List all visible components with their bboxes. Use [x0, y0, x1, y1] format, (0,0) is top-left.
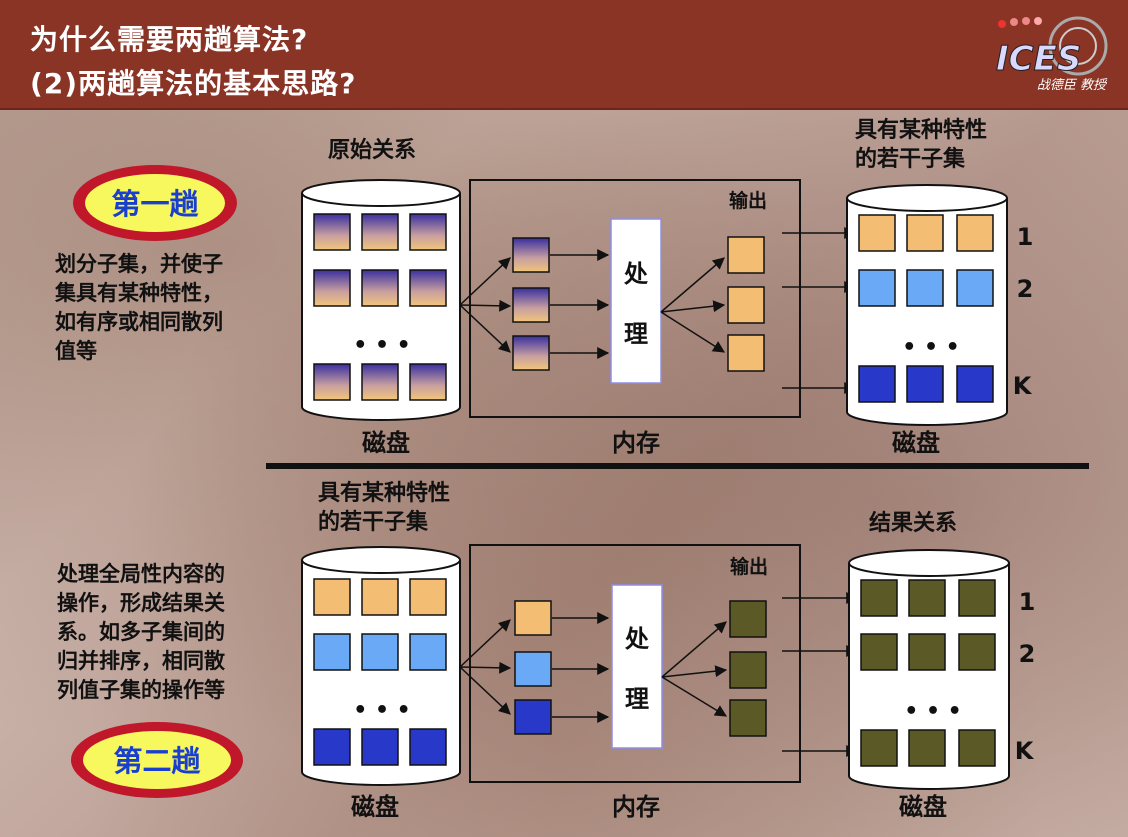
- pass2-output-blocks: • • •: [860, 579, 996, 767]
- logo-wordmark: ICES: [996, 39, 1081, 79]
- ellipsis: • • •: [353, 698, 411, 723]
- ellipsis: • • •: [904, 699, 962, 724]
- input-block: [409, 269, 447, 307]
- output-buffer: [727, 236, 765, 274]
- pass1-badge: 第一趟: [73, 165, 237, 241]
- logo-caption: 战德臣 教授: [1036, 78, 1106, 93]
- title-line-1: 为什么需要两趟算法?: [30, 23, 309, 56]
- output-buffer: [729, 699, 767, 737]
- pass2-description-line: 列值子集的操作等: [57, 678, 225, 702]
- input-block: [313, 213, 351, 251]
- pass1-output-disk-label: 磁盘: [892, 429, 940, 457]
- input-block: [409, 363, 447, 401]
- input-block: [313, 269, 351, 307]
- process-char-1: 处: [624, 625, 649, 653]
- pass2-process-box: [611, 584, 663, 749]
- pass2-output-title: 结果关系: [869, 510, 957, 536]
- memory-block: [512, 237, 550, 273]
- pass2-description-line: 系。如多子集间的: [57, 620, 225, 644]
- pass1-description: 划分子集，并使子 集具有某种特性， 如有序或相同散列 值等: [55, 250, 223, 366]
- input-block: [409, 213, 447, 251]
- pass1-description-line: 划分子集，并使子: [55, 252, 223, 276]
- pass2-memory-box: [469, 544, 801, 783]
- row-label-2: 2: [1019, 640, 1036, 668]
- pass1-input-label: 原始关系: [328, 137, 416, 163]
- title-bar: 为什么需要两趟算法? (2)两趟算法的基本思路? ICES 战德臣 教授: [0, 0, 1128, 110]
- pass1-description-line: 值等: [55, 339, 97, 363]
- output-buffer: [729, 651, 767, 689]
- pass1-description-line: 如有序或相同散列: [55, 310, 223, 334]
- input-block: [361, 269, 399, 307]
- title-line-2: (2)两趟算法的基本思路?: [30, 67, 357, 100]
- pass2-group: 第二趟 具有某种特性 的若干子集 • • • 磁盘 内存: [71, 480, 1035, 821]
- pass1-memory-box: [469, 179, 801, 418]
- output-buffer: [727, 334, 765, 372]
- pass2-badge: 第二趟: [71, 722, 243, 798]
- pass1-badge-label: 第一趟: [111, 187, 199, 221]
- input-block: [313, 363, 351, 401]
- memory-block: [512, 287, 550, 323]
- row-label-k: K: [1013, 372, 1033, 400]
- output-buffer: [729, 600, 767, 638]
- process-char-1: 处: [623, 260, 648, 288]
- pass2-input-title-2: 的若干子集: [318, 509, 429, 535]
- ellipsis: • • •: [902, 335, 960, 360]
- pass2-memory-label: 内存: [612, 793, 660, 821]
- input-block: [361, 363, 399, 401]
- pass2-description-line: 处理全局性内容的: [57, 562, 225, 586]
- pass1-input-blocks: • • •: [313, 213, 447, 401]
- pass1-group: 第一趟 • • • 原始关系 磁盘 内存: [73, 117, 1033, 457]
- row-label-1: 1: [1019, 588, 1036, 616]
- pass2-input-disk-label: 磁盘: [351, 793, 399, 821]
- pass2-badge-label: 第二趟: [113, 744, 201, 778]
- pass2-input-title-1: 具有某种特性: [318, 480, 450, 506]
- ices-logo: ICES: [996, 16, 1108, 80]
- pass1-process-box: [610, 218, 662, 384]
- process-char-2: 理: [624, 320, 648, 348]
- pass1-output-label: 输出: [729, 189, 767, 212]
- row-label-k: K: [1015, 737, 1035, 765]
- pass1-output-blocks: • • •: [858, 214, 994, 403]
- pass1-memory-label: 内存: [612, 429, 660, 457]
- pass1-output-title-2: 的若干子集: [855, 146, 966, 172]
- row-label-1: 1: [1017, 223, 1034, 251]
- pass1-description-line: 集具有某种特性，: [55, 281, 223, 305]
- row-label-2: 2: [1017, 275, 1034, 303]
- pass2-description-line: 归并排序，相同散: [57, 649, 225, 673]
- pass2-description-line: 操作，形成结果关: [57, 591, 225, 615]
- pass2-description: 处理全局性内容的 操作，形成结果关 系。如多子集间的 归并排序，相同散 列值子集…: [57, 560, 225, 705]
- pass2-output-disk-label: 磁盘: [899, 793, 947, 821]
- pass1-input-disk-label: 磁盘: [362, 429, 410, 457]
- pass2-output-label: 输出: [730, 555, 768, 578]
- pass1-output-title-1: 具有某种特性: [855, 117, 987, 143]
- process-char-2: 理: [625, 685, 649, 713]
- output-buffer: [727, 286, 765, 324]
- memory-block: [512, 335, 550, 371]
- ellipsis: • • •: [353, 333, 411, 358]
- pass2-input-blocks: • • •: [313, 578, 447, 766]
- input-block: [361, 213, 399, 251]
